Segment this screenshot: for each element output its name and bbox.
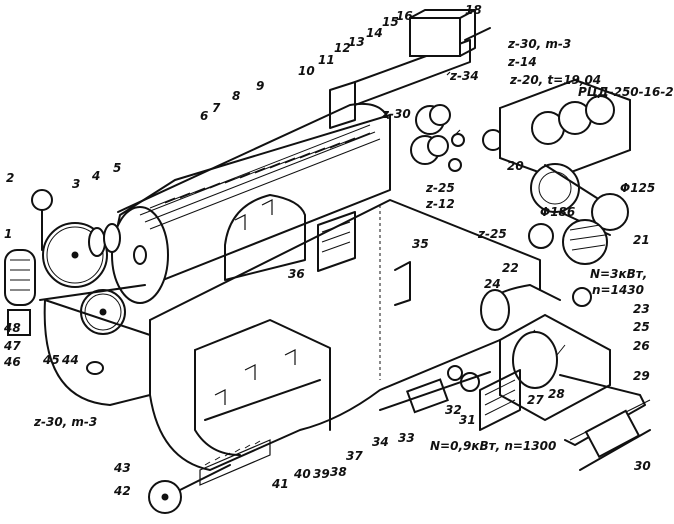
- pulley-186-label: Φ186: [540, 205, 576, 219]
- callout-27: 27: [527, 393, 544, 407]
- pulley-125-label: Φ125: [620, 181, 656, 195]
- gear-z25-b-label: z-25: [478, 227, 507, 241]
- callout-5: 5: [113, 161, 122, 175]
- callout-38: 38: [330, 465, 347, 479]
- callout-24: 24: [484, 277, 501, 291]
- callout-36: 36: [288, 267, 305, 281]
- machine-diagram: 1 2 3 4 5 6 7 8 9 10 11 12 13 14 15 16 1…: [4, 3, 674, 514]
- callout-10: 10: [298, 64, 315, 78]
- lower-vat: [43, 199, 541, 514]
- reducer-label: РЦД-250-16-2: [578, 85, 674, 99]
- callout-8: 8: [232, 89, 241, 103]
- gear-z25-a-label: z-25: [426, 181, 455, 195]
- callout-7: 7: [212, 101, 221, 115]
- callout-21: 21: [633, 233, 650, 247]
- callout-37: 37: [346, 449, 363, 463]
- callout-29: 29: [633, 369, 650, 383]
- callout-44: 44: [62, 353, 79, 367]
- machine-drawing: [4, 9, 651, 514]
- callout-33: 33: [398, 431, 415, 445]
- callout-41: 41: [272, 477, 289, 491]
- callout-31: 31: [459, 413, 476, 427]
- callout-2: 2: [6, 171, 15, 185]
- callout-15: 15: [382, 15, 399, 29]
- callout-9: 9: [256, 79, 265, 93]
- gear-z20-label: z-20, t=19,04: [510, 73, 602, 87]
- right-lower-unit: [379, 284, 651, 471]
- callout-3: 3: [72, 177, 81, 191]
- callout-26: 26: [633, 339, 650, 353]
- callout-1: 1: [4, 227, 13, 241]
- reducer-assembly: [499, 78, 631, 265]
- callout-23: 23: [633, 302, 650, 316]
- gear-z30-label: z-30: [382, 107, 411, 121]
- callout-48: 48: [4, 321, 21, 335]
- callout-12: 12: [334, 41, 351, 55]
- callout-14: 14: [366, 26, 383, 40]
- gear-z34-label: z-34: [450, 69, 479, 83]
- motor-main-power-label: N=3кВт,: [590, 267, 648, 281]
- callout-40: 40: [294, 467, 311, 481]
- callout-45: 45: [43, 353, 60, 367]
- callout-18: 18: [465, 3, 482, 17]
- callout-13: 13: [348, 35, 365, 49]
- callout-25: 25: [633, 320, 650, 334]
- callout-32: 32: [445, 403, 462, 417]
- motor-main-rpm-label: n=1430: [592, 283, 644, 297]
- callout-43: 43: [114, 461, 131, 475]
- callout-16: 16: [396, 9, 413, 23]
- callout-4: 4: [92, 169, 101, 183]
- callout-39: 39: [313, 467, 330, 481]
- gear-z30-m3-top-label: z-30, m-3: [508, 37, 572, 51]
- callout-11: 11: [318, 53, 335, 67]
- gear-z14-label: z-14: [508, 55, 537, 69]
- upper-drum-housing: [111, 39, 471, 304]
- callout-22: 22: [502, 261, 519, 275]
- gear-z30-m3-bottom-label: z-30, m-3: [34, 415, 98, 429]
- gear-z12-label: z-12: [426, 197, 455, 211]
- callout-34: 34: [372, 435, 389, 449]
- callout-42: 42: [114, 484, 131, 498]
- callout-35: 35: [412, 237, 429, 251]
- callout-46: 46: [4, 355, 21, 369]
- callout-47: 47: [4, 339, 21, 353]
- callout-28: 28: [548, 387, 565, 401]
- callout-6: 6: [200, 109, 209, 123]
- callout-20: 20: [507, 159, 524, 173]
- callout-30: 30: [634, 459, 651, 473]
- motor-small-label: N=0,9кВт, n=1300: [430, 439, 557, 453]
